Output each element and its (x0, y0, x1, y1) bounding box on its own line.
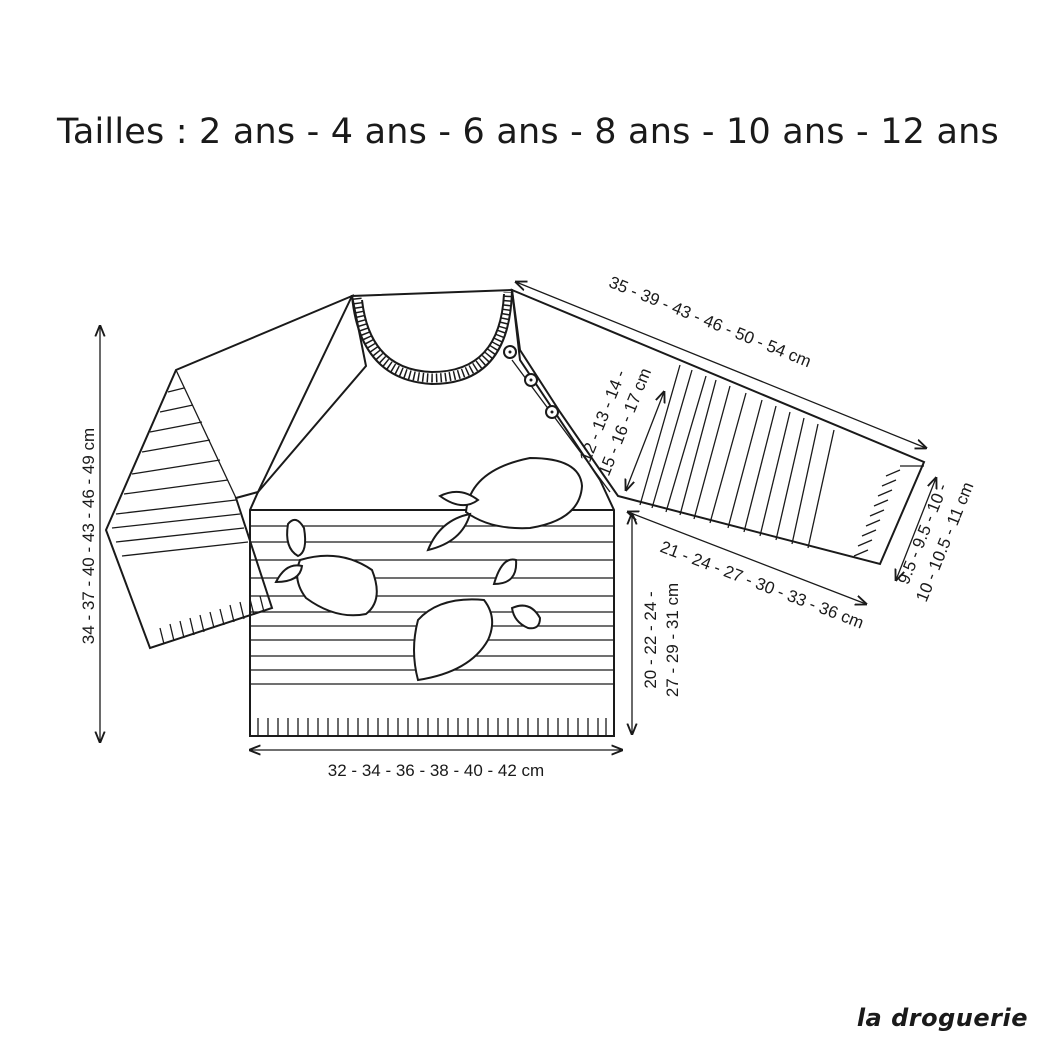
total-length-label: 34 - 37 - 40 - 43 - 46 - 49 cm (79, 428, 98, 644)
sleeve-length-label: 35 - 39 - 43 - 46 - 50 - 54 cm (606, 273, 814, 372)
armhole-arrow (626, 392, 664, 490)
hem-ribbing (257, 718, 607, 736)
page-title: Tailles : 2 ans - 4 ans - 6 ans - 8 ans … (57, 112, 999, 152)
left-sleeve (104, 294, 355, 650)
body-height-label-line1: 20 - 22 - 24 - (641, 591, 660, 688)
dimension-lines (100, 282, 936, 750)
lemon-motif (274, 456, 584, 682)
brand-logo: la droguerie (856, 1004, 1028, 1032)
sleeve-width-arrow (628, 512, 866, 604)
chest-width-label: 32 - 34 - 36 - 38 - 40 - 42 cm (328, 761, 544, 780)
button-placket (503, 345, 559, 419)
sleeve-length-arrow (516, 282, 926, 448)
neckband (351, 289, 513, 386)
cuff-arrow (896, 478, 936, 580)
body-height-label-line2: 27 - 29 - 31 cm (663, 583, 682, 697)
left-cuff-ribbing (159, 595, 265, 645)
left-sleeve-stripes (111, 387, 249, 557)
right-sleeve-stripes (651, 369, 835, 549)
